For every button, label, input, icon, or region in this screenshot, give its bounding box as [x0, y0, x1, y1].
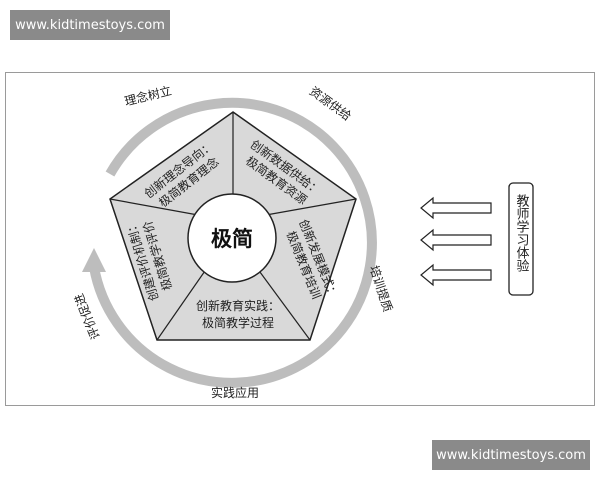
- cycle-arc: [89, 97, 377, 388]
- center-label: 极简: [211, 227, 253, 251]
- cycle-label-left: 评价促进: [72, 292, 103, 342]
- cycle-label-right: 培训提质: [367, 263, 396, 313]
- watermark-top: www.kidtimestoys.com: [10, 10, 170, 40]
- arrow-left-3: [420, 263, 492, 287]
- cycle-arrowhead: [82, 248, 106, 272]
- diagram-frame: [5, 72, 595, 406]
- arrow-left-2: [420, 228, 492, 252]
- cycle-label-top-right: 资源供给: [307, 84, 354, 124]
- divider-bottom-left: [156, 267, 208, 341]
- teacher-box-label: 教师学习体验: [514, 193, 530, 272]
- arrow-left-1: [420, 196, 492, 220]
- cycle-label-top-left: 理念树立: [123, 83, 173, 109]
- divider-right: [265, 198, 357, 216]
- divider-bottom-right: [256, 267, 311, 341]
- segment-bottom-line2: 极简教学过程: [202, 315, 274, 330]
- teacher-box: [508, 182, 534, 296]
- cycle-label-bottom: 实践应用: [211, 385, 259, 400]
- divider-left: [109, 198, 199, 216]
- segment-bottom-line1: 创新教育实践：: [196, 298, 280, 313]
- center-circle: [187, 193, 277, 283]
- watermark-bottom: www.kidtimestoys.com: [432, 440, 590, 470]
